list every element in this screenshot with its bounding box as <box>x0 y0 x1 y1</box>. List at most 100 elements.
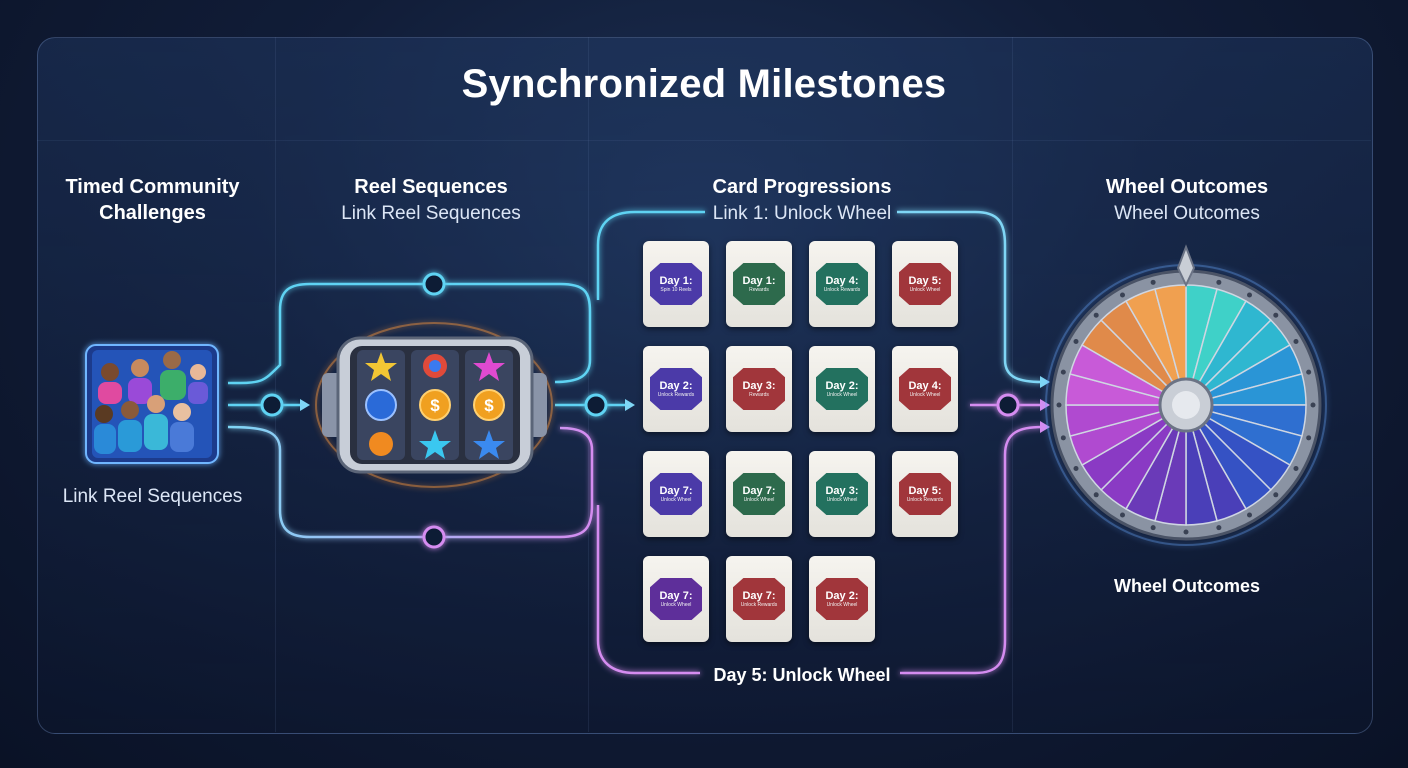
prize-wheel-illustration <box>1045 244 1327 546</box>
card-day: Day 2: <box>825 590 859 602</box>
wheel-rivet <box>1150 525 1156 531</box>
wheel-rivet <box>1060 435 1066 441</box>
wheel-title: Wheel Outcomes <box>1105 176 1269 198</box>
grid-divider <box>1012 37 1013 732</box>
milestone-card: Day 5:Unlock Wheel <box>892 241 958 327</box>
community-illustration <box>85 344 219 464</box>
card-day: Day 1: <box>659 275 693 287</box>
card-text: Unlock Wheel <box>909 392 941 398</box>
milestone-card: Day 7:Unlock Wheel <box>643 556 709 642</box>
milestone-card: Day 4:Unlock Rewards <box>809 241 875 327</box>
milestone-card: Day 7:Unlock Wheel <box>643 451 709 537</box>
card-text: Spin 10 Reels <box>660 287 692 293</box>
card-day: Day 7: <box>659 590 693 602</box>
wheel-rivet <box>1216 279 1222 285</box>
card-day: Day 5: <box>908 275 942 287</box>
card-text: Unlock Wheel <box>826 497 858 503</box>
wheel-rivet <box>1216 525 1222 531</box>
svg-text:$: $ <box>430 396 440 415</box>
cards-subtitle: Link 1: Unlock Wheel <box>712 203 892 224</box>
wheel-rivet <box>1073 466 1079 471</box>
card-badge: Day 2:Unlock Wheel <box>816 368 868 410</box>
milestone-card: Day 2:Unlock Wheel <box>809 556 875 642</box>
card-day: Day 4: <box>825 275 859 287</box>
milestone-card: Day 5:Unlock Rewards <box>892 451 958 537</box>
reels-subtitle: Link Reel Sequences <box>341 203 521 224</box>
grid-divider <box>275 37 276 732</box>
card-text: Unlock Wheel <box>660 497 692 503</box>
milestone-card: Day 7:Unlock Wheel <box>726 451 792 537</box>
wheel-rivet <box>1056 402 1062 408</box>
card-text: Unlock Rewards <box>740 602 778 608</box>
card-text: Rewards <box>749 392 769 398</box>
grid-divider <box>37 140 1371 141</box>
wheel-rivet <box>1306 435 1312 441</box>
cards-footer: Day 5: Unlock Wheel <box>713 665 891 685</box>
card-badge: Day 4:Unlock Wheel <box>899 368 951 410</box>
card-badge: Day 7:Unlock Wheel <box>733 473 785 515</box>
card-text: Unlock Rewards <box>657 392 695 398</box>
wheel-rivet <box>1310 402 1316 408</box>
card-badge: Day 5:Unlock Rewards <box>899 473 951 515</box>
milestone-card: Day 2:Unlock Wheel <box>809 346 875 432</box>
card-day: Day 5: <box>908 485 942 497</box>
card-day: Day 4: <box>908 380 942 392</box>
wheel-rivet <box>1093 312 1099 318</box>
grid-divider <box>588 37 589 732</box>
challenges-caption: Link Reel Sequences <box>62 486 243 507</box>
milestone-card: Day 4:Unlock Wheel <box>892 346 958 432</box>
card-badge: Day 2:Unlock Rewards <box>650 368 702 410</box>
card-text: Unlock Wheel <box>909 287 941 293</box>
card-badge: Day 4:Unlock Rewards <box>816 263 868 305</box>
card-day: Day 7: <box>742 590 776 602</box>
card-day: Day 7: <box>742 485 776 497</box>
milestone-card: Day 7:Unlock Rewards <box>726 556 792 642</box>
wheel-rivet <box>1306 369 1312 375</box>
card-badge: Day 3:Unlock Wheel <box>816 473 868 515</box>
card-day: Day 2: <box>659 380 693 392</box>
wheel-caption: Wheel Outcomes <box>1113 576 1261 596</box>
challenges-title: Timed Community Challenges <box>65 176 240 224</box>
card-text: Unlock Wheel <box>826 602 858 608</box>
wheel-rivet <box>1273 312 1279 318</box>
card-badge: Day 2:Unlock Wheel <box>816 578 868 620</box>
slot-machine-illustration: $ $ <box>315 322 553 488</box>
card-day: Day 7: <box>659 485 693 497</box>
wheel-rivet <box>1093 492 1099 498</box>
card-badge: Day 7:Unlock Wheel <box>650 473 702 515</box>
svg-text:$: $ <box>484 396 494 415</box>
card-text: Unlock Rewards <box>823 287 861 293</box>
card-text: Unlock Wheel <box>826 392 858 398</box>
milestone-card: Day 3:Rewards <box>726 346 792 432</box>
wheel-rivet <box>1120 292 1125 298</box>
milestone-card: Day 3:Unlock Wheel <box>809 451 875 537</box>
card-day: Day 2: <box>825 380 859 392</box>
wheel-rivet <box>1293 466 1299 471</box>
card-badge: Day 3:Rewards <box>733 368 785 410</box>
card-day: Day 3: <box>825 485 859 497</box>
wheel-rivet <box>1273 492 1279 498</box>
card-badge: Day 1:Rewards <box>733 263 785 305</box>
wheel-rivet <box>1293 339 1299 344</box>
milestone-card: Day 2:Unlock Rewards <box>643 346 709 432</box>
card-text: Unlock Wheel <box>660 602 692 608</box>
milestone-card: Day 1:Spin 10 Reels <box>643 241 709 327</box>
card-text: Rewards <box>749 287 769 293</box>
card-day: Day 1: <box>742 275 776 287</box>
wheel-rivet <box>1150 279 1156 285</box>
card-text: Unlock Wheel <box>743 497 775 503</box>
diagram-title: Synchronized Milestones <box>461 62 947 106</box>
card-text: Unlock Rewards <box>906 497 944 503</box>
card-badge: Day 1:Spin 10 Reels <box>650 263 702 305</box>
wheel-rivet <box>1073 339 1079 344</box>
card-day: Day 3: <box>742 380 776 392</box>
wheel-rivet <box>1183 529 1189 535</box>
reels-title: Reel Sequences <box>354 176 508 198</box>
cards-title: Card Progressions <box>712 176 892 198</box>
wheel-subtitle: Wheel Outcomes <box>1114 203 1260 224</box>
card-badge: Day 5:Unlock Wheel <box>899 263 951 305</box>
card-badge: Day 7:Unlock Wheel <box>650 578 702 620</box>
wheel-rivet <box>1247 512 1252 518</box>
wheel-rivet <box>1247 292 1252 298</box>
